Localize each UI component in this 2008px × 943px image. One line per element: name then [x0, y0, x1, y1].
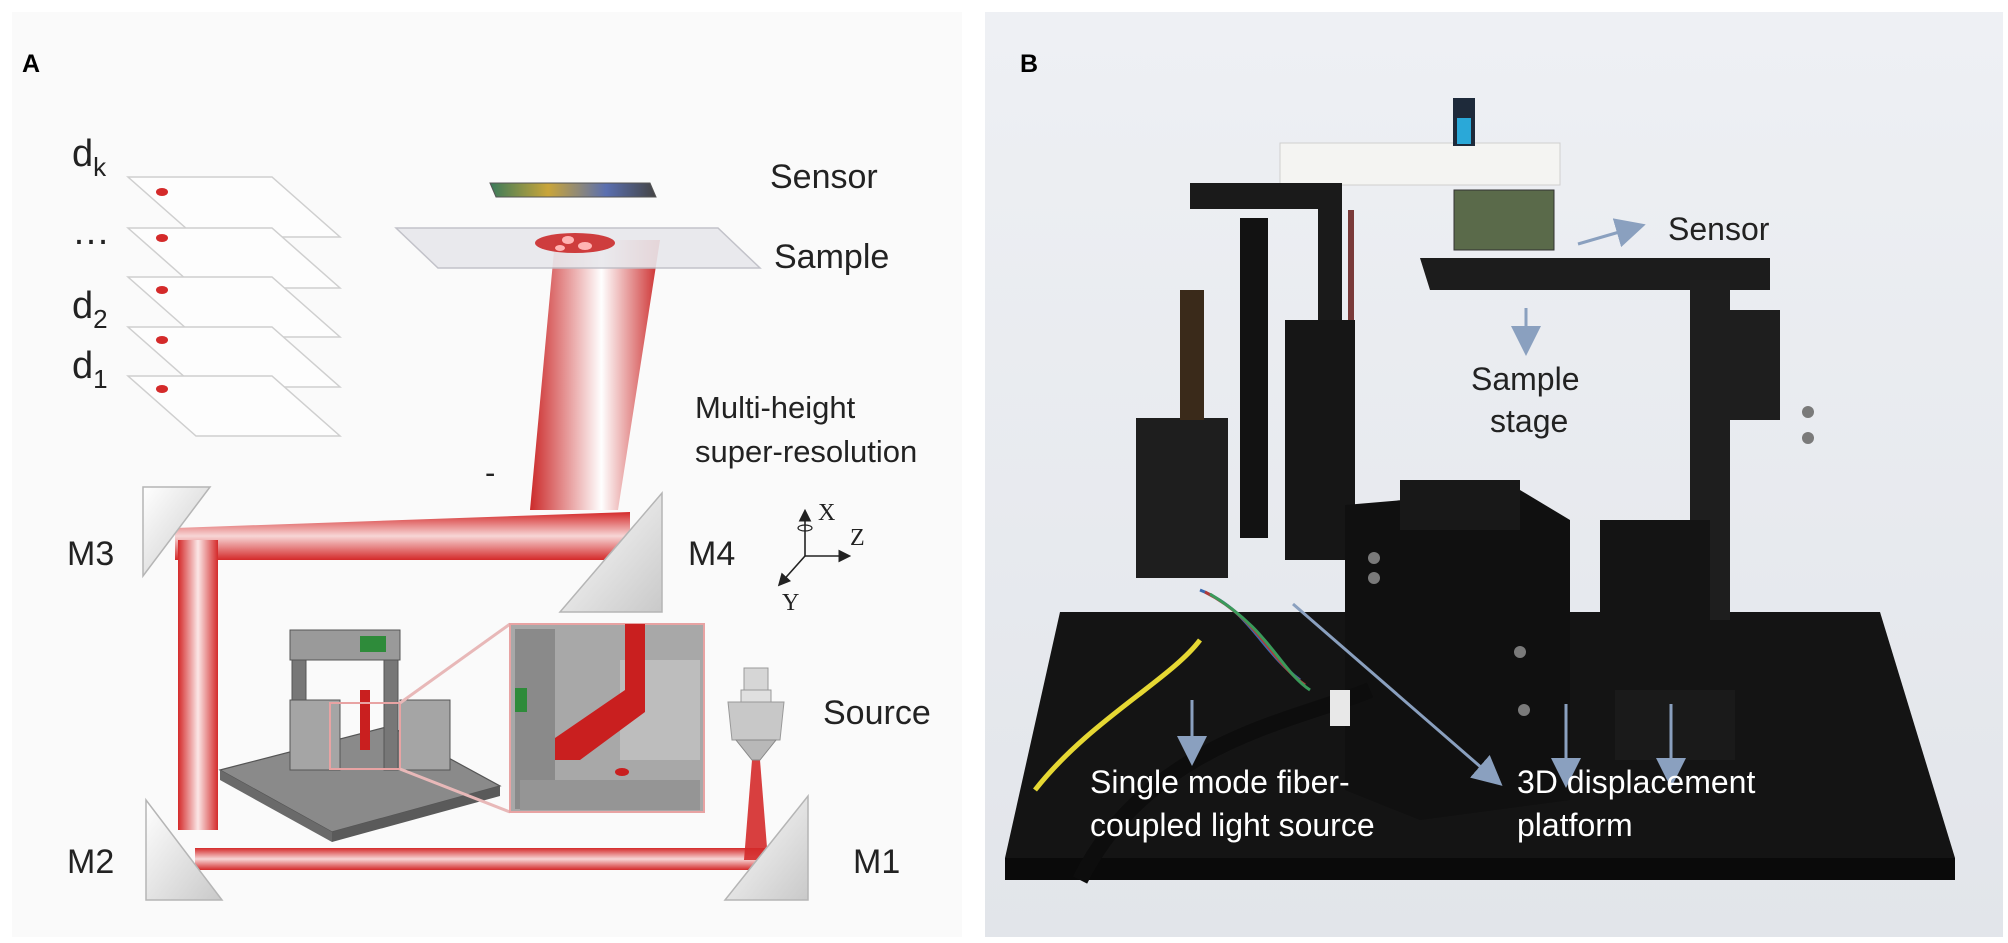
beam-m3-m4: [175, 512, 630, 560]
panel-b-letter: B: [1020, 50, 1038, 78]
platform-label-line1: 3D displacement: [1517, 764, 1755, 800]
panel-a: A dk … d2: [12, 12, 962, 937]
sensor-board: [1453, 189, 1555, 251]
layer-label-dk: dk: [72, 133, 107, 182]
sensor-label-b: Sensor: [1668, 211, 1770, 247]
arrow-platform-diagonal: [1292, 602, 1503, 786]
sample-stage-plate: [1420, 258, 1770, 290]
mirror-m3: [142, 486, 212, 579]
layer-d2b: [126, 326, 342, 388]
layer-label-d2: d2: [72, 285, 108, 334]
fiber-source-label-line2: coupled light source: [1090, 807, 1375, 843]
axis-x-label: X: [818, 500, 835, 526]
sample-dot: [156, 188, 168, 196]
sample-stage-label-line1: Sample: [1471, 361, 1580, 397]
platform-label-line2: platform: [1517, 807, 1633, 843]
axis-y-label: Y: [782, 590, 799, 616]
beam-m3-m2: [178, 540, 218, 830]
mirror-m1: [723, 793, 809, 901]
method-label-line2: super-resolution: [695, 434, 917, 469]
layer-d2: [126, 276, 342, 338]
top-bar: [1279, 142, 1561, 186]
sample-dot: [156, 385, 168, 393]
beam-m2-m1: [195, 848, 765, 870]
mirror-m4-label: M4: [688, 535, 735, 573]
layer-dk: [126, 176, 342, 238]
sensor-chip: [489, 182, 657, 198]
mirror-m2: [145, 797, 224, 901]
stepper-motor: [1136, 418, 1228, 578]
yellow-fiber-cable: [1033, 638, 1202, 792]
illumination-cone: [530, 240, 660, 510]
stray-dash: -: [485, 455, 495, 490]
layer-label-d1: d1: [72, 345, 108, 394]
light-source-icon: [727, 667, 785, 761]
displacement-platform: [1345, 490, 1570, 820]
axes-indicator: [777, 508, 852, 587]
zoom-inset: [509, 623, 705, 813]
device-cad-drawing: [218, 629, 502, 842]
layer-label-dots: …: [72, 211, 110, 253]
source-label: Source: [823, 694, 931, 732]
sample-dot: [156, 234, 168, 242]
layer-dots: [126, 227, 342, 289]
layer-stack: [126, 176, 342, 437]
mirror-m1-label: M1: [853, 843, 900, 881]
zoom-connector-bottom: [399, 767, 511, 814]
axis-z-label: Z: [850, 525, 865, 551]
method-label-line1: Multi-height: [695, 390, 856, 425]
beam-source: [744, 760, 768, 860]
sample-slide: [394, 227, 762, 269]
fiber-source-label-line1: Single mode fiber-: [1090, 764, 1350, 800]
panel-a-letter: A: [22, 50, 40, 78]
sample-label-a: Sample: [774, 238, 889, 276]
layer-d1: [126, 375, 342, 437]
mirror-m2-label: M2: [67, 843, 114, 881]
device-photo: [1005, 98, 1955, 884]
sample-dot: [156, 286, 168, 294]
mirror-m4: [558, 490, 663, 613]
zoom-connector-top: [399, 622, 511, 705]
sensor-label-a: Sensor: [770, 158, 878, 196]
sample-dot: [156, 336, 168, 344]
mirror-m3-label: M3: [67, 535, 114, 573]
panel-b: B: [985, 12, 2003, 937]
sample-stage-label-line2: stage: [1490, 403, 1568, 439]
arrow-sensor: [1577, 218, 1646, 248]
